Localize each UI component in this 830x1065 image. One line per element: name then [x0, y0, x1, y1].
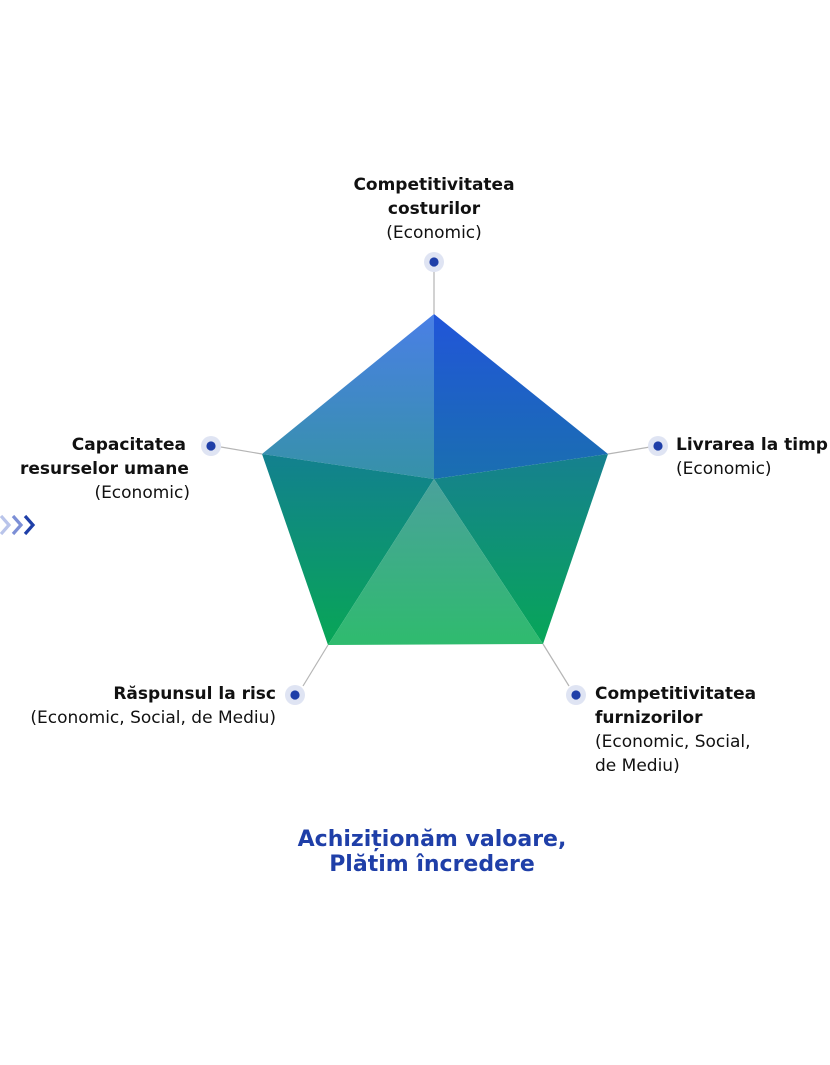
node-title: furnizorilor: [595, 708, 703, 728]
tagline-line-1: Achiziționăm valoare,: [297, 827, 567, 852]
connector-lines: [220, 270, 651, 687]
node-dot-top: [424, 252, 444, 272]
node-label-livrare: Livrarea la timp (Economic): [676, 433, 828, 481]
connector-bottom-right: [542, 643, 570, 687]
node-title: costurilor: [387, 199, 481, 219]
node-subtitle: (Economic): [94, 483, 190, 503]
node-subtitle: de Mediu): [595, 756, 680, 776]
node-label-resurse-umane: Capacitatea resurselor umane (Economic): [20, 433, 190, 505]
node-dot-bottom-left: [285, 685, 305, 705]
segment-bottom: [328, 479, 543, 645]
segment-left: [262, 454, 434, 645]
node-dot-bottom-right: [566, 685, 586, 705]
node-title: Livrarea la timp: [676, 435, 828, 455]
connector-right: [607, 446, 651, 455]
node-title: Capacitatea: [71, 435, 186, 455]
node-subtitle: (Economic): [676, 459, 772, 479]
node-dot-right: [648, 436, 668, 456]
node-dots: [201, 252, 668, 705]
node-label-furnizori: Competitivitatea furnizorilor (Economic,…: [595, 682, 756, 778]
tagline: Achiziționăm valoare, Plătim încredere: [232, 827, 632, 877]
segment-top-right: [434, 314, 608, 479]
node-subtitle: (Economic, Social,: [595, 732, 751, 752]
node-dot-left: [201, 436, 221, 456]
node-title: Competitivitatea: [595, 684, 757, 704]
pentagon: [262, 314, 608, 645]
tagline-line-2: Plătim încredere: [329, 852, 535, 877]
node-title: Răspunsul la risc: [113, 684, 276, 704]
node-label-risc: Răspunsul la risc (Economic, Social, de …: [20, 682, 276, 730]
connector-bottom-left: [302, 644, 329, 687]
triple-chevron-right-icon: [0, 514, 36, 536]
segment-top-left: [262, 314, 434, 479]
connector-left: [220, 446, 263, 455]
node-label-costuri: Competitivitatea costurilor (Economic): [330, 173, 538, 245]
segment-right: [434, 454, 608, 644]
node-title: Competitivitatea: [353, 175, 515, 195]
node-subtitle: (Economic): [386, 223, 482, 243]
node-title: resurselor umane: [20, 459, 189, 479]
node-subtitle: (Economic, Social, de Mediu): [30, 708, 276, 728]
